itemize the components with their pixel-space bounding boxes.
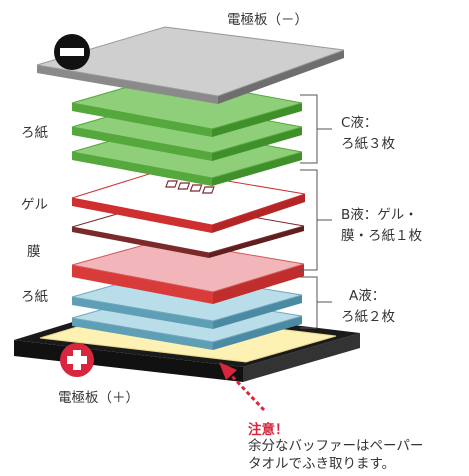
warning-arrow (219, 362, 266, 412)
bracket-a (300, 276, 332, 329)
a-group-title: A液： (349, 288, 386, 304)
filter-paper-bottom-label: ろ紙 (21, 289, 48, 305)
c-group-title: C液： (341, 115, 378, 131)
minus-circle-icon (54, 34, 90, 70)
note-line-1: 余分なバッファーはペーパー (248, 438, 424, 454)
c-group-detail: ろ紙３枚 (341, 136, 395, 152)
b-group-title: B液：ゲル・ (341, 207, 418, 223)
a-group-detail: ろ紙２枚 (341, 309, 395, 325)
gel-layer (71, 169, 306, 233)
electrode-minus-label: 電極板（－） (227, 12, 308, 28)
plus-circle-icon (60, 343, 94, 377)
membrane-label: 膜 (27, 244, 41, 260)
bracket-b (300, 169, 332, 271)
membrane-layer (71, 239, 305, 304)
filter-paper-top-label: ろ紙 (21, 125, 48, 141)
bracket-c (300, 94, 332, 164)
b-group-detail: 膜・ろ紙１枚 (341, 228, 422, 244)
note-title: 注意！ (248, 422, 289, 438)
electrode-plus-label: 電極板（＋） (58, 390, 139, 406)
c-filter-paper-1 (71, 76, 303, 137)
electrode-minus (36, 26, 345, 104)
gel-label: ゲル (21, 197, 48, 213)
note-line-2: タオルでふき取ります。 (248, 456, 396, 472)
